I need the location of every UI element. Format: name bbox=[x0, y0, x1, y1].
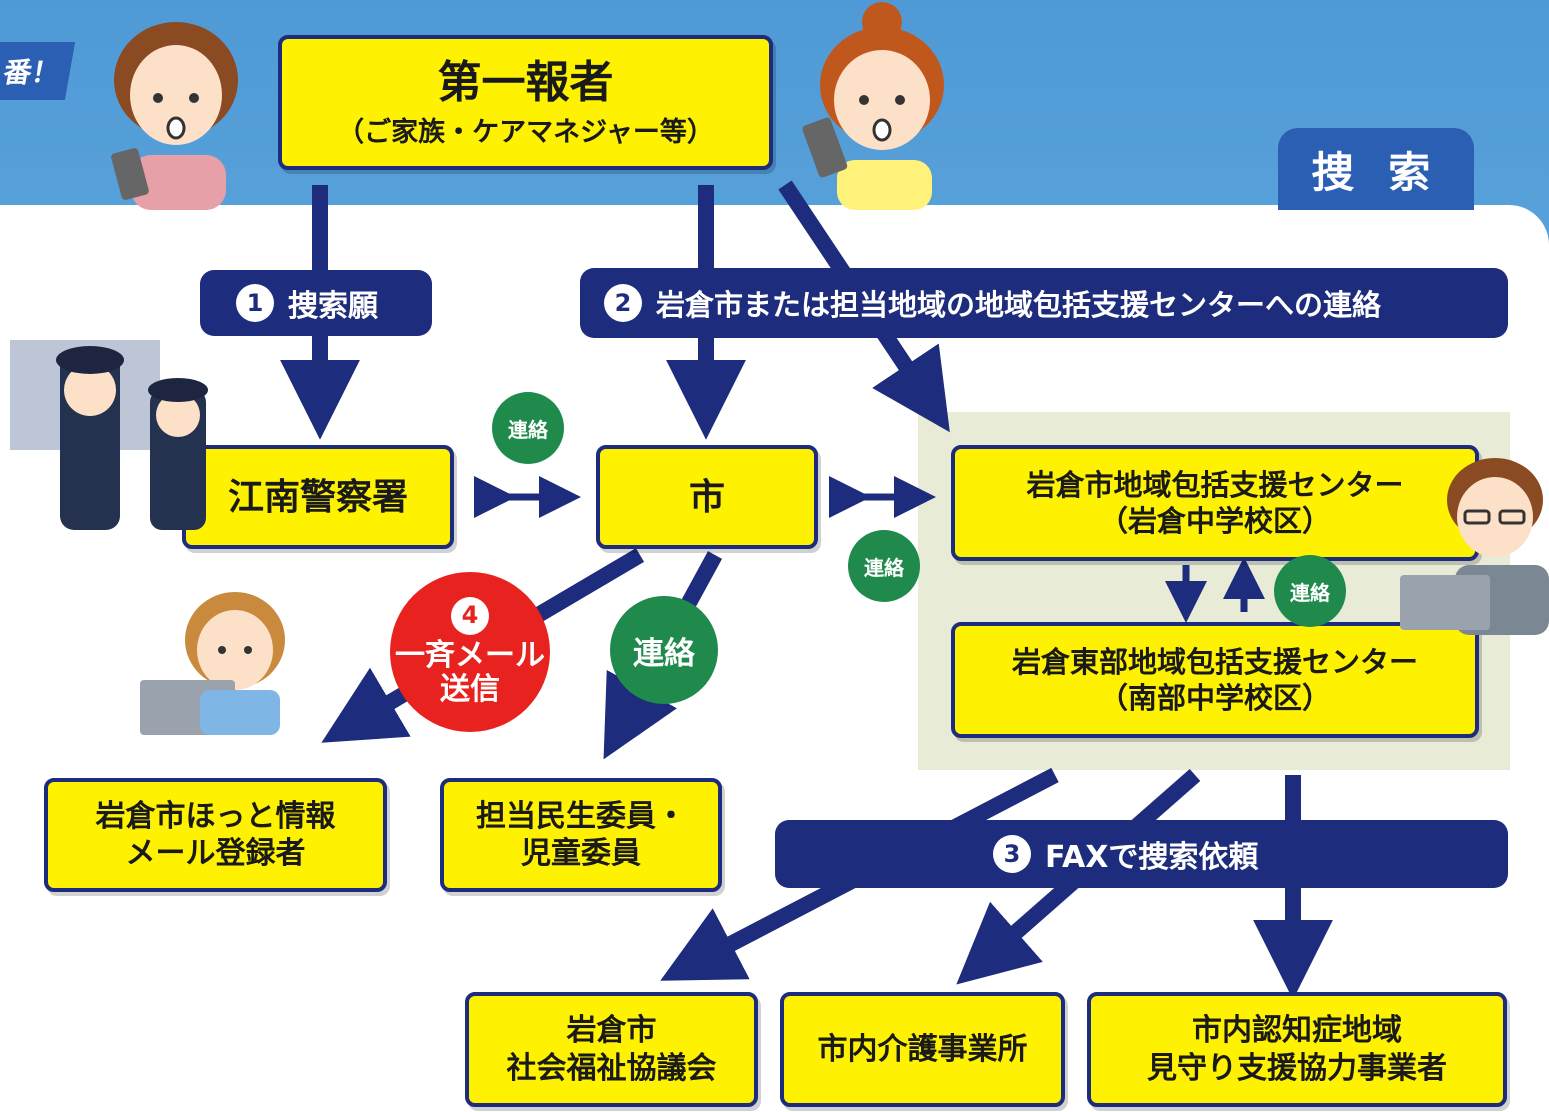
step4-line1: 一斉メール bbox=[395, 637, 545, 673]
staff-man-illustration bbox=[1400, 458, 1549, 635]
contact-badge-city-center: 連絡 bbox=[848, 530, 920, 602]
step2-bar: 2 岩倉市または担当地域の地域包括支援センターへの連絡 bbox=[580, 268, 1508, 338]
step1-label: 捜索願 bbox=[288, 289, 378, 324]
step3-label: FAXで捜索依頼 bbox=[1045, 840, 1259, 875]
step2-label: 岩倉市または担当地域の地域包括支援センターへの連絡 bbox=[656, 288, 1382, 322]
step3-number: 3 bbox=[993, 835, 1031, 873]
step1-bar: 1 捜索願 bbox=[200, 270, 432, 336]
step4-badge: 4 一斉メール 送信 bbox=[390, 572, 550, 732]
step1-number: 1 bbox=[236, 284, 274, 322]
operator-illustration bbox=[140, 592, 285, 735]
reporter-title: 第一報者 bbox=[437, 57, 614, 109]
care-offices-label: 市内介護事業所 bbox=[817, 1031, 1028, 1067]
care-offices-box: 市内介護事業所 bbox=[780, 992, 1065, 1107]
city-box: 市 bbox=[596, 445, 818, 549]
step3-bar: 3 FAXで捜索依頼 bbox=[775, 820, 1508, 888]
dementia-partners-box: 市内認知症地域 見守り支援協力事業者 bbox=[1087, 992, 1507, 1107]
city-label: 市 bbox=[688, 476, 725, 518]
center2-box: 岩倉東部地域包括支援センター （南部中学校区） bbox=[951, 622, 1479, 738]
center2-name: 岩倉東部地域包括支援センター bbox=[1011, 644, 1418, 679]
commissioners-line2: 児童委員 bbox=[521, 836, 641, 871]
center1-name: 岩倉市地域包括支援センター bbox=[1026, 467, 1404, 502]
center1-district: （岩倉中学校区） bbox=[1098, 504, 1331, 538]
contact-badge-centers: 連絡 bbox=[1274, 555, 1346, 627]
first-reporter-box: 第一報者 （ご家族・ケアマネジャー等） bbox=[278, 35, 773, 170]
step4-line2: 送信 bbox=[440, 672, 500, 707]
social-welfare-box: 岩倉市 社会福祉協議会 bbox=[465, 992, 758, 1107]
worried-woman-illustration bbox=[111, 22, 238, 210]
social-welfare-line2: 社会福祉協議会 bbox=[506, 1050, 717, 1086]
dementia-partners-line1: 市内認知症地域 bbox=[1192, 1013, 1402, 1048]
mail-registrants-line1: 岩倉市ほっと情報 bbox=[95, 798, 336, 834]
contact-badge-commissioners: 連絡 bbox=[610, 596, 718, 704]
worried-girl-illustration bbox=[802, 2, 944, 210]
commissioners-line1: 担当民生委員・ bbox=[476, 798, 686, 834]
reporter-subtitle: （ご家族・ケアマネジャー等） bbox=[337, 117, 714, 149]
contact-badge-police-city: 連絡 bbox=[492, 392, 564, 464]
step4-number: 4 bbox=[451, 596, 489, 635]
police-label: 江南警察署 bbox=[227, 476, 408, 518]
social-welfare-line1: 岩倉市 bbox=[566, 1013, 657, 1048]
step2-number: 2 bbox=[604, 284, 642, 322]
police-box: 江南警察署 bbox=[182, 445, 454, 549]
mail-registrants-box: 岩倉市ほっと情報 メール登録者 bbox=[44, 778, 387, 892]
welfare-commissioners-box: 担当民生委員・ 児童委員 bbox=[440, 778, 722, 892]
mail-registrants-line2: メール登録者 bbox=[125, 836, 306, 871]
search-tab[interactable]: 捜 索 bbox=[1278, 128, 1474, 210]
center2-district: （南部中学校区） bbox=[1098, 681, 1331, 715]
dementia-partners-line2: 見守り支援協力事業者 bbox=[1147, 1050, 1447, 1086]
police-officers-illustration bbox=[10, 340, 208, 530]
